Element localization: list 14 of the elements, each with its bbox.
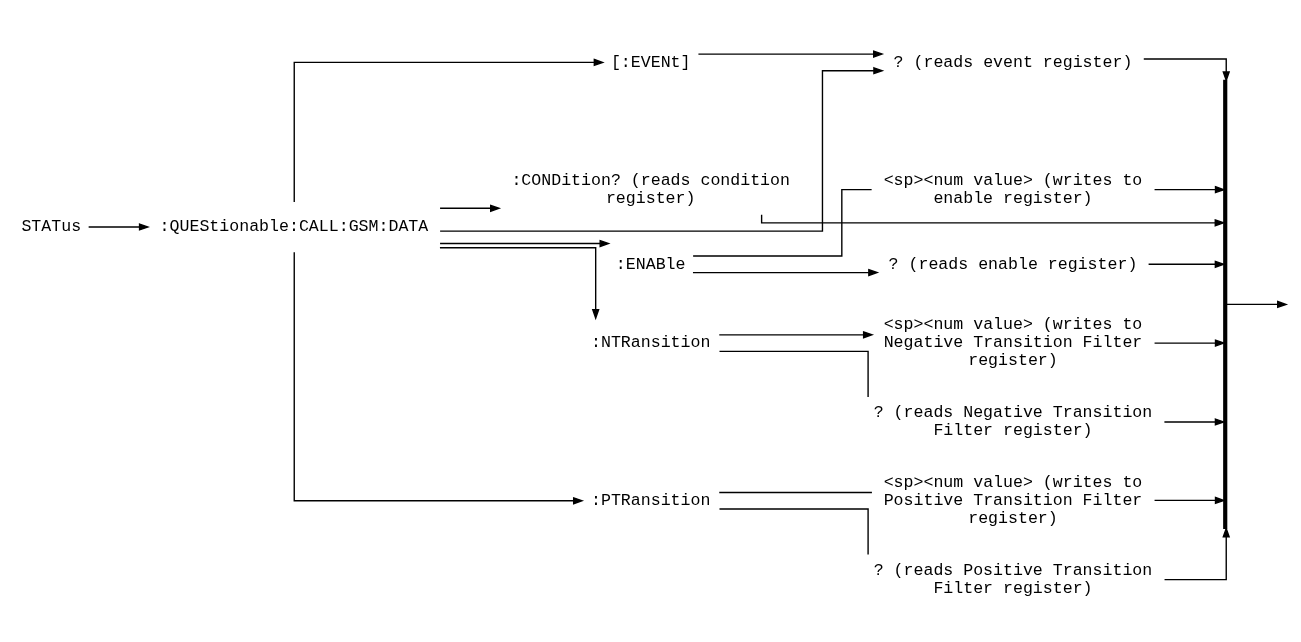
node-text: ? (reads event register) (893, 52, 1133, 72)
node-text: ? (reads Negative Transition Filter register) (873, 403, 1153, 441)
node-text: <sp><num value> (writes to enable register) (883, 170, 1143, 208)
node-text: :PTRansition (591, 491, 711, 511)
node-text: STATus (21, 217, 82, 237)
node-text: :QUEStionable:CALL:GSM:DATA (159, 217, 429, 237)
node-text: :ENABle (615, 254, 686, 274)
node-text: [:EVENt] (610, 52, 691, 72)
node-text: ? (reads enable register) (888, 254, 1138, 274)
node-text: :NTRansition (591, 333, 711, 353)
node-text: <sp><num value> (writes to Negative Transition Filter register) (883, 315, 1143, 371)
node-text: :CONDition? (reads condition register) (511, 170, 790, 208)
node-text: ? (reads Positive Transition Filter register) (873, 560, 1153, 598)
node-text: <sp><num value> (writes to Positive Transition Filter register) (883, 473, 1143, 529)
